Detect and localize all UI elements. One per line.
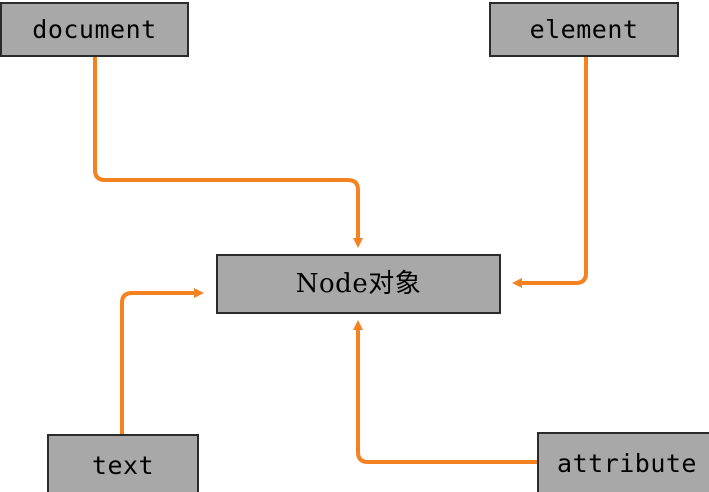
node-box-document[interactable]: document xyxy=(0,2,189,57)
node-label-document: document xyxy=(32,15,157,44)
node-box-node-object[interactable]: Node对象 xyxy=(216,254,501,314)
edge-text-to-node xyxy=(120,288,204,434)
node-label-node-object: Node对象 xyxy=(295,269,422,299)
node-box-element[interactable]: element xyxy=(489,2,679,57)
edge-document-to-node xyxy=(93,57,363,248)
node-box-text[interactable]: text xyxy=(47,434,199,492)
node-label-element: element xyxy=(529,15,639,44)
edge-attribute-to-node xyxy=(353,320,537,464)
edge-element-to-node xyxy=(512,57,588,288)
node-box-attribute[interactable]: attribute xyxy=(537,432,709,492)
node-label-text: text xyxy=(91,450,155,480)
node-label-attribute: attribute xyxy=(557,448,697,478)
